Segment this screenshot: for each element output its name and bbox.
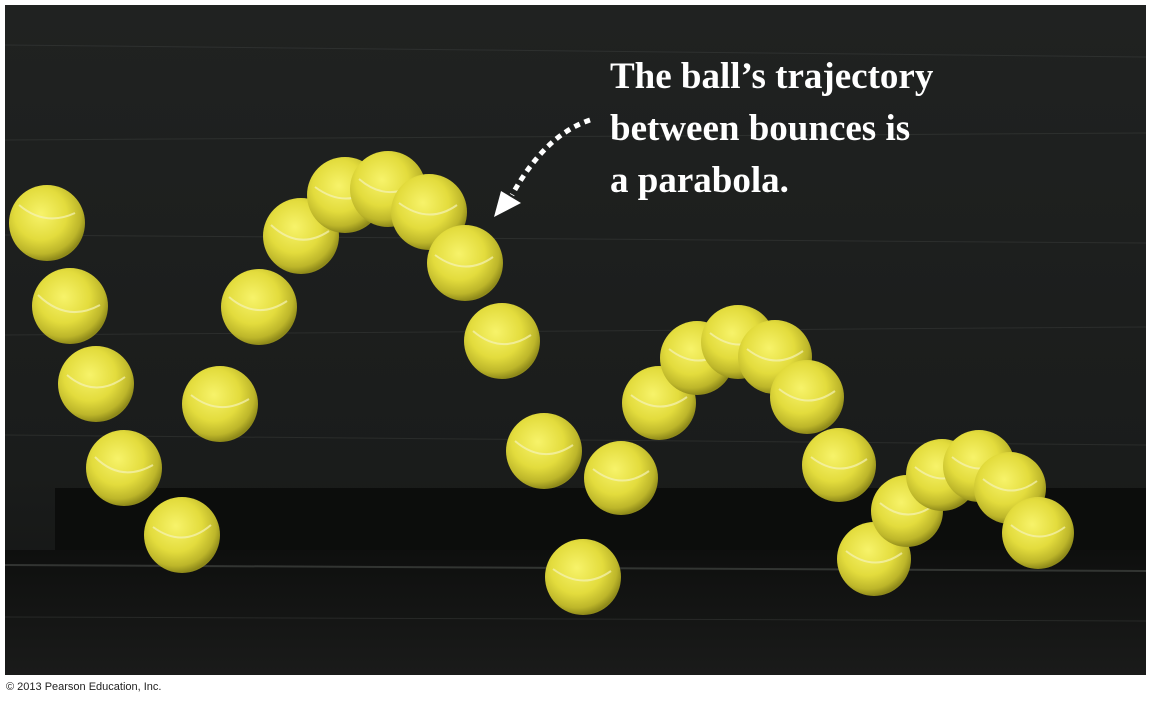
ball <box>545 539 621 615</box>
ball <box>1002 497 1074 569</box>
floor-line <box>5 616 1146 622</box>
ball <box>32 268 108 344</box>
ball-images <box>9 151 1074 615</box>
ball <box>770 360 844 434</box>
caption: The ball’s trajectory between bounces is… <box>610 51 1030 207</box>
ball <box>9 185 85 261</box>
caption-line: a parabola. <box>610 160 789 201</box>
ball <box>427 225 503 301</box>
ball <box>802 428 876 502</box>
caption-line: The ball’s trajectory <box>610 56 934 97</box>
ball <box>86 430 162 506</box>
photo-canvas <box>5 5 1146 675</box>
ball <box>221 269 297 345</box>
ball <box>58 346 134 422</box>
dashed-curved-arrow-icon <box>494 117 591 217</box>
backdrop-streaks <box>5 44 1146 446</box>
ball <box>144 497 220 573</box>
ball <box>182 366 258 442</box>
ball <box>584 441 658 515</box>
caption-line: between bounces is <box>610 108 911 149</box>
copyright-credit: © 2013 Pearson Education, Inc. <box>6 681 162 693</box>
ball <box>506 413 582 489</box>
photo-stroboscopic-bouncing-ball: The ball’s trajectory between bounces is… <box>5 5 1146 675</box>
ball <box>464 303 540 379</box>
